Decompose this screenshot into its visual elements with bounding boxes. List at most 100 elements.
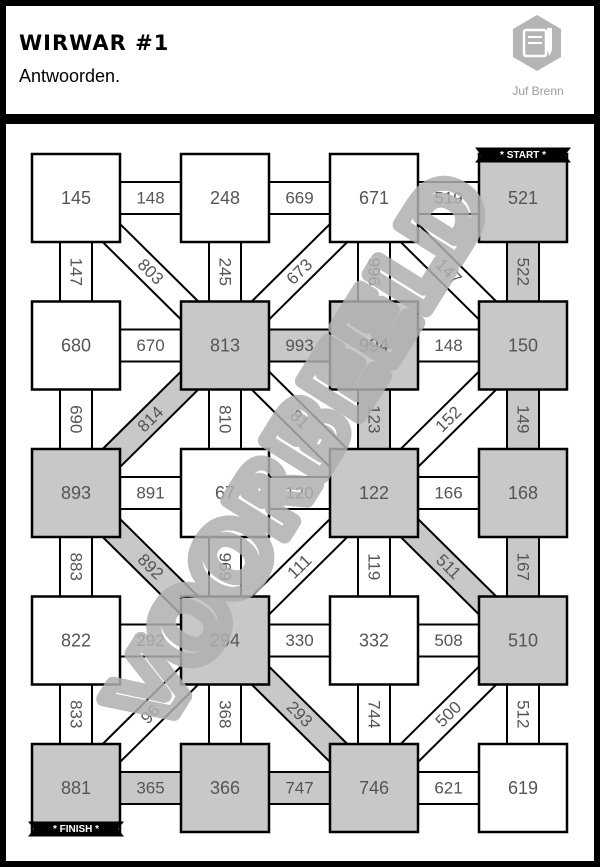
- vertical-connector-label: 996: [365, 258, 384, 286]
- horizontal-connector-label: 621: [434, 779, 462, 798]
- number-square-label: 521: [508, 188, 538, 208]
- horizontal-connector: [117, 476, 184, 510]
- brand-name: Juf Brenn: [512, 84, 564, 98]
- horizontal-connector-label: 669: [285, 189, 313, 208]
- number-square-label: 332: [359, 631, 389, 651]
- number-square-label: 67: [215, 483, 235, 503]
- watermark-text: VOORBEELD: [88, 158, 511, 747]
- vertical-connector: [59, 239, 93, 305]
- vertical-connector-label: 149: [514, 405, 533, 433]
- number-square-label: 248: [210, 188, 240, 208]
- vertical-connector: [59, 386, 93, 452]
- page-title: WIRWAR #1: [19, 31, 170, 55]
- horizontal-connector: [415, 623, 482, 658]
- vertical-connector: [59, 681, 93, 747]
- vertical-connector-label: 810: [216, 405, 235, 433]
- number-square: [30, 742, 122, 834]
- number-square: [179, 152, 271, 244]
- number-square: [328, 595, 420, 686]
- number-square-label: 510: [508, 631, 538, 651]
- number-square-label: 746: [359, 778, 389, 798]
- vertical-connector-label: 883: [67, 553, 86, 581]
- number-square: [30, 300, 122, 391]
- vertical-connector-label: 119: [365, 553, 384, 580]
- number-square: [30, 152, 122, 244]
- number-square: [477, 595, 569, 686]
- number-square: [328, 447, 420, 539]
- vertical-connector-label: 123: [365, 405, 384, 433]
- vertical-connector-label: 368: [216, 700, 235, 728]
- finish-tag-label: * FINISH *: [53, 824, 99, 835]
- horizontal-connector: [117, 328, 184, 363]
- horizontal-connector: [266, 181, 333, 215]
- horizontal-connector-label: 120: [285, 484, 313, 503]
- horizontal-connector-label: 891: [136, 484, 164, 503]
- horizontal-connector-label: 330: [285, 631, 313, 650]
- start-tag-label: * START *: [500, 150, 546, 161]
- number-square-label: 680: [61, 336, 91, 356]
- vertical-connector-label: 512: [514, 700, 533, 728]
- number-square-label: 150: [508, 336, 538, 356]
- number-square-label: 671: [359, 188, 389, 208]
- horizontal-connector-label: 148: [136, 189, 164, 208]
- brand-logo-icon: [513, 15, 561, 71]
- horizontal-connector: [266, 476, 333, 510]
- number-square: [477, 152, 569, 244]
- number-square-label: 122: [359, 483, 389, 503]
- number-square-label: 994: [359, 336, 389, 356]
- vertical-connector: [357, 386, 391, 452]
- horizontal-connector-label: 365: [136, 779, 164, 798]
- vertical-connector: [208, 681, 242, 747]
- number-square: [179, 595, 271, 686]
- number-square: [179, 742, 271, 834]
- number-square: [30, 447, 122, 539]
- horizontal-connector: [415, 476, 482, 510]
- vertical-connector-label: 167: [514, 553, 533, 581]
- number-square: [328, 152, 420, 244]
- horizontal-connector: [117, 623, 184, 658]
- vertical-connector-label: 833: [67, 700, 86, 728]
- number-square-label: 893: [61, 483, 91, 503]
- number-square-label: 168: [508, 483, 538, 503]
- vertical-connector-label: 744: [365, 700, 384, 728]
- horizontal-connector-label: 148: [434, 336, 462, 355]
- horizontal-connector-label: 993: [285, 336, 313, 355]
- number-square: [30, 595, 122, 686]
- header-divider: [0, 114, 600, 124]
- start-tag: * START *: [475, 147, 571, 163]
- number-square: [179, 447, 271, 539]
- horizontal-connector: [266, 623, 333, 658]
- vertical-connector-label: 522: [514, 258, 533, 286]
- vertical-connector-label: 245: [216, 258, 235, 286]
- number-square-label: 813: [210, 336, 240, 356]
- number-square-label: 822: [61, 631, 91, 651]
- horizontal-connector-label: 166: [434, 484, 462, 503]
- number-square: [179, 300, 271, 391]
- number-square-label: 619: [508, 778, 538, 798]
- vertical-connector-label: 969: [216, 553, 235, 581]
- number-square: [328, 742, 420, 834]
- number-square: [477, 742, 569, 834]
- horizontal-connector-label: 508: [434, 631, 462, 650]
- page-subtitle: Antwoorden.: [19, 66, 121, 86]
- number-square-label: 294: [210, 631, 240, 651]
- number-square: [328, 300, 420, 391]
- number-square-label: 366: [210, 778, 240, 798]
- horizontal-connector: [266, 328, 333, 363]
- number-square: [477, 300, 569, 391]
- horizontal-connector-label: 519: [434, 189, 462, 208]
- vertical-connector: [506, 681, 540, 747]
- number-square: [477, 447, 569, 539]
- horizontal-connector-label: 292: [136, 631, 164, 650]
- vertical-connector: [506, 239, 540, 305]
- horizontal-connector-label: 747: [285, 779, 313, 798]
- number-square-label: 881: [61, 778, 91, 798]
- vertical-connector: [506, 534, 540, 600]
- number-squares: [30, 152, 569, 834]
- number-square-label: 145: [61, 188, 91, 208]
- horizontal-connector-label: 670: [136, 336, 164, 355]
- vertical-connector-label: 690: [67, 405, 86, 433]
